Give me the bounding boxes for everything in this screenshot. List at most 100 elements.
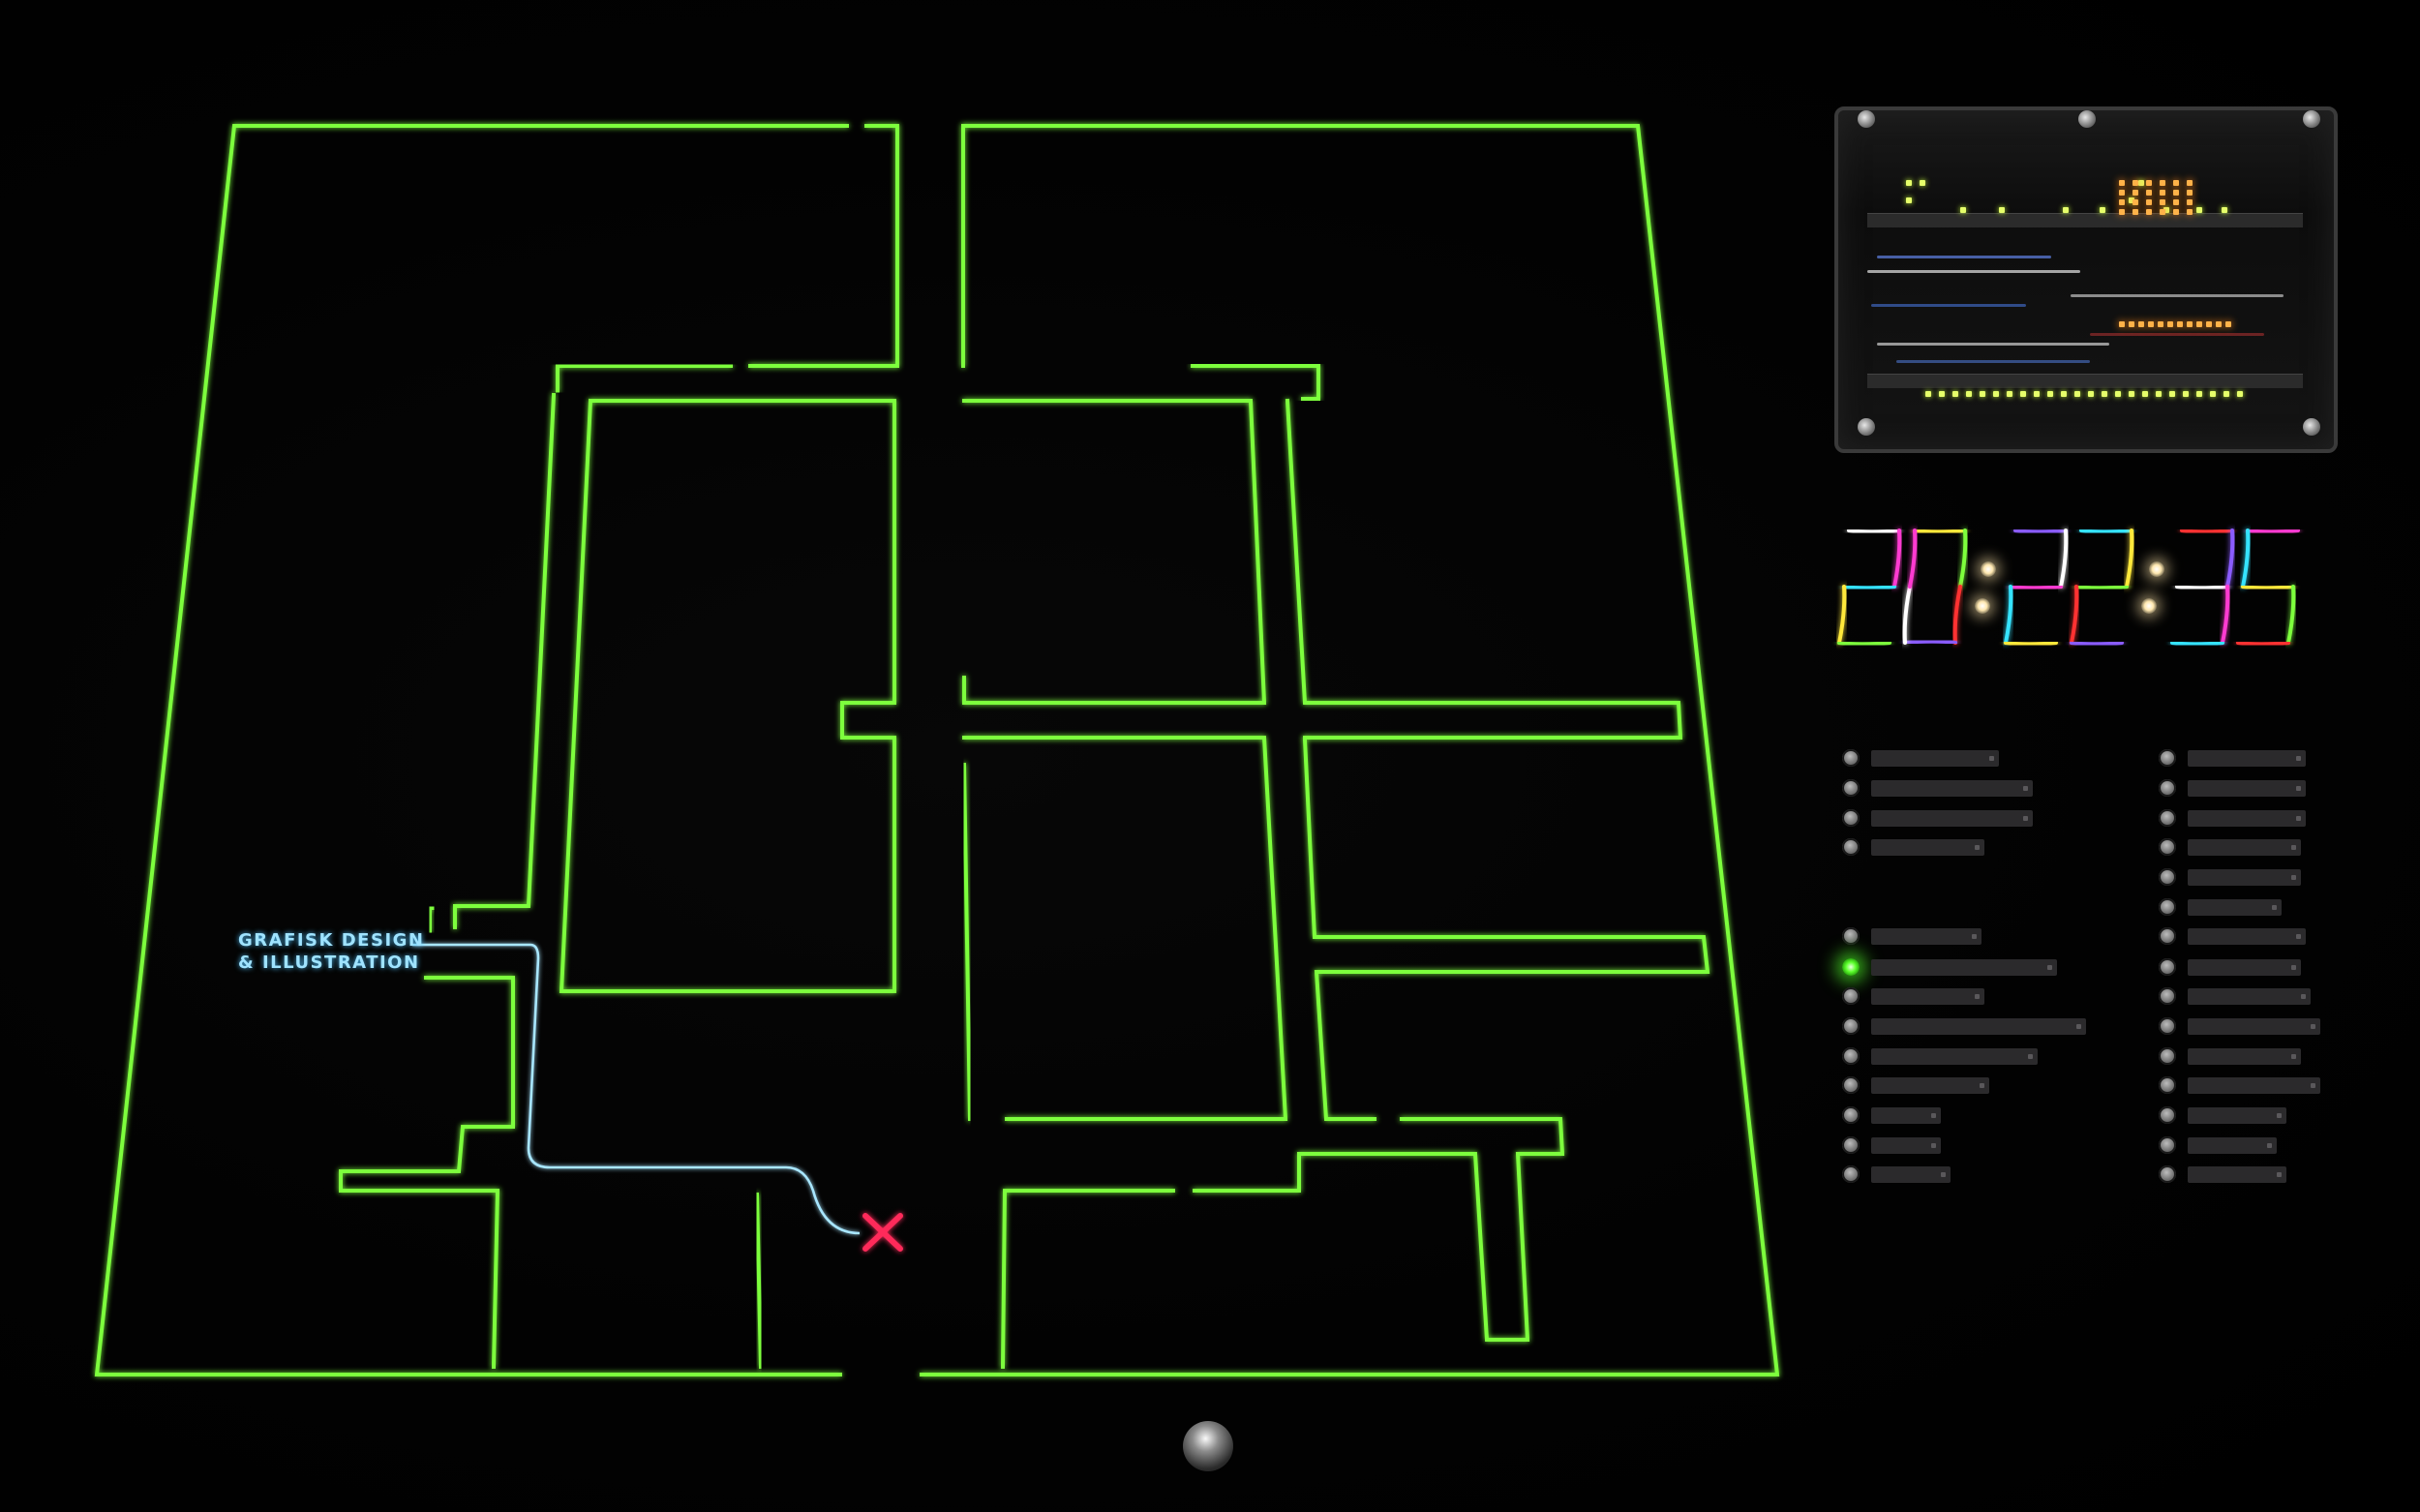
indicator-led	[2163, 207, 2169, 213]
indicator-led	[1939, 391, 1945, 397]
legend-button[interactable]	[1842, 1047, 1860, 1065]
legend-button[interactable]	[1842, 838, 1860, 856]
legend-item[interactable]	[1842, 1045, 2038, 1067]
indicator-led	[2129, 321, 2134, 327]
indicator-led	[2007, 391, 2012, 397]
clock-segment	[2175, 585, 2229, 590]
clock-segment	[2070, 641, 2124, 647]
legend-button[interactable]	[1842, 1076, 1860, 1094]
legend-label-tag	[1871, 749, 1999, 767]
indicator-led	[2020, 391, 2026, 397]
indicator-led	[2129, 391, 2134, 397]
legend-button[interactable]	[2159, 1136, 2176, 1154]
legend-button[interactable]	[2159, 1165, 2176, 1183]
indicator-led	[2119, 321, 2125, 327]
legend-item[interactable]	[1842, 1134, 1941, 1156]
circuit-box-icon	[1834, 106, 2338, 453]
legend-button[interactable]	[1842, 927, 1860, 945]
knob-icon[interactable]	[1183, 1421, 1233, 1471]
legend-label-tag	[2188, 1165, 2286, 1183]
legend-button[interactable]	[1842, 958, 1860, 976]
wall-right-wing-2	[1302, 737, 1710, 1121]
legend-item[interactable]	[1842, 747, 1999, 769]
legend-label-tag	[2188, 1136, 2277, 1154]
legend-item[interactable]	[2159, 1104, 2286, 1126]
indicator-led	[2100, 207, 2105, 213]
clock-segment	[1958, 529, 1968, 589]
legend-item[interactable]	[1842, 1164, 1951, 1185]
legend-label-tag	[2188, 1106, 2286, 1124]
indicator-led	[2225, 321, 2231, 327]
legend-label-tag	[2188, 898, 2282, 916]
legend-button[interactable]	[2159, 958, 2176, 976]
legend-button[interactable]	[2159, 987, 2176, 1005]
legend-item[interactable]	[2159, 1164, 2286, 1185]
legend-item[interactable]	[2159, 896, 2282, 918]
legend-button[interactable]	[2159, 898, 2176, 916]
clock-segment	[1902, 585, 1912, 645]
clock-segment	[2236, 641, 2290, 647]
legend-item[interactable]	[2159, 956, 2301, 978]
legend-item[interactable]	[2159, 1074, 2320, 1096]
clock-segment	[2241, 529, 2251, 589]
legend-button[interactable]	[1842, 1017, 1860, 1035]
indicator-led	[2119, 180, 2125, 186]
legend-item[interactable]	[1842, 836, 1984, 858]
legend-label-tag	[1871, 1017, 2086, 1035]
legend-item[interactable]	[2159, 866, 2301, 888]
legend-item[interactable]	[2159, 777, 2306, 799]
legend-item[interactable]	[1842, 1074, 1989, 1096]
legend-button[interactable]	[2159, 1047, 2176, 1065]
legend-button[interactable]	[1842, 809, 1860, 827]
legend-item[interactable]	[1842, 1015, 2086, 1037]
legend-item[interactable]	[1842, 985, 1984, 1007]
legend-button[interactable]	[2159, 1106, 2176, 1124]
indicator-led	[1906, 197, 1912, 203]
indicator-led	[2129, 197, 2134, 203]
indicator-led	[2173, 190, 2179, 196]
indicator-led	[1966, 391, 1972, 397]
legend-button[interactable]	[2159, 1076, 2176, 1094]
legend-item[interactable]	[2159, 1015, 2320, 1037]
legend-button[interactable]	[2159, 749, 2176, 767]
clock-segment	[2221, 585, 2230, 645]
legend-item[interactable]	[1842, 1104, 1941, 1126]
legend-item[interactable]	[2159, 1045, 2301, 1067]
legend-item[interactable]	[1842, 807, 2033, 829]
legend-button[interactable]	[1842, 749, 1860, 767]
legend-button[interactable]	[1842, 779, 1860, 797]
legend-button[interactable]	[2159, 779, 2176, 797]
clock-segment	[2059, 529, 2069, 589]
legend-item[interactable]	[1842, 925, 1981, 947]
legend-button[interactable]	[1842, 1106, 1860, 1124]
legend-item[interactable]	[2159, 985, 2311, 1007]
indicator-led	[2177, 321, 2183, 327]
legend-button[interactable]	[1842, 987, 1860, 1005]
indicator-led	[1980, 391, 1985, 397]
legend-item[interactable]	[2159, 836, 2301, 858]
legend-item[interactable]	[2159, 807, 2306, 829]
indicator-led	[1906, 180, 1912, 186]
room-c	[962, 736, 1288, 1121]
legend-item[interactable]	[2159, 747, 2306, 769]
legend-button[interactable]	[2159, 838, 2176, 856]
legend-button[interactable]	[2159, 868, 2176, 886]
legend-item[interactable]	[1842, 777, 2033, 799]
room-c-door	[961, 762, 973, 1122]
legend-button[interactable]	[2159, 927, 2176, 945]
indicator-led	[2216, 321, 2222, 327]
room-b	[962, 399, 1267, 705]
legend-item[interactable]	[1842, 956, 2057, 978]
legend-item[interactable]	[2159, 1134, 2277, 1156]
legend-button[interactable]	[1842, 1165, 1860, 1183]
legend-label-tag	[1871, 809, 2033, 827]
indicator-led	[2119, 199, 2125, 205]
indicator-led	[2119, 209, 2125, 215]
clock-colon-dot	[1975, 598, 1990, 614]
legend-button[interactable]	[2159, 1017, 2176, 1035]
legend-button[interactable]	[1842, 1136, 1860, 1154]
legend-button[interactable]	[2159, 809, 2176, 827]
indicator-led	[2047, 391, 2053, 397]
indicator-led	[2138, 321, 2144, 327]
legend-item[interactable]	[2159, 925, 2306, 947]
